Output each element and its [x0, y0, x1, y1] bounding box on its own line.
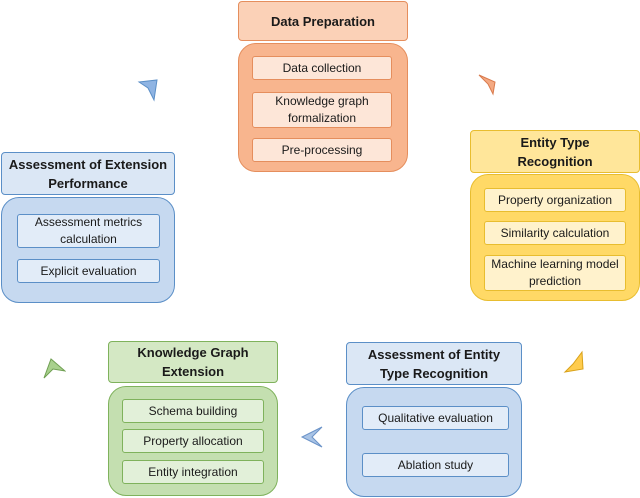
assessment-metrics-item: Assessment metrics calculation	[17, 214, 160, 248]
property-allocation-label: Property allocation	[143, 433, 243, 448]
similarity-calculation-item: Similarity calculation	[484, 221, 626, 245]
chevron-up-right-icon	[136, 78, 160, 102]
kg-extension-title-text: Knowledge Graph Extension	[137, 345, 249, 379]
explicit-evaluation-label: Explicit evaluation	[40, 263, 137, 278]
data-collection-label: Data collection	[282, 60, 362, 75]
entity-type-recognition-title: Entity Type Recognition	[470, 130, 640, 173]
assessment-entity-type-title-text: Assessment of Entity Type Recognition	[367, 346, 501, 381]
similarity-calculation-label: Similarity calculation	[500, 225, 610, 240]
chevron-down-right-icon	[476, 72, 500, 96]
chevron-up-left-icon	[42, 357, 66, 381]
ablation-study-item: Ablation study	[362, 453, 509, 477]
property-organization-item: Property organization	[484, 188, 626, 212]
assessment-extension-title: Assessment of Extension Performance	[1, 152, 175, 195]
entity-integration-item: Entity integration	[122, 460, 264, 484]
data-preparation-title: Data Preparation	[238, 1, 408, 41]
pre-processing-item: Pre-processing	[252, 138, 392, 162]
assessment-metrics-label: Assessment metrics calculation	[34, 215, 143, 246]
pre-processing-label: Pre-processing	[281, 142, 363, 157]
assessment-entity-type-title: Assessment of Entity Type Recognition	[346, 342, 522, 385]
kg-extension-title: Knowledge Graph Extension	[108, 341, 278, 383]
entity-integration-label: Entity integration	[148, 464, 238, 479]
kg-extension-panel: Schema building Property allocation Enti…	[108, 386, 278, 496]
schema-building-label: Schema building	[148, 403, 238, 418]
assessment-extension-panel: Assessment metrics calculation Explicit …	[1, 197, 175, 303]
ablation-study-label: Ablation study	[397, 457, 474, 472]
kg-formalization-item: Knowledge graph formalization	[252, 92, 392, 128]
assessment-entity-type-panel: Qualitative evaluation Ablation study	[346, 387, 522, 497]
data-collection-item: Data collection	[252, 56, 392, 80]
entity-type-recognition-title-text: Entity Type Recognition	[517, 134, 593, 169]
schema-building-item: Schema building	[122, 399, 264, 423]
assessment-extension-title-text: Assessment of Extension Performance	[8, 156, 168, 191]
ml-model-prediction-label: Machine learning model prediction	[491, 257, 619, 288]
entity-type-recognition-panel: Property organization Similarity calcula…	[470, 174, 640, 301]
chevron-left-icon	[300, 425, 324, 449]
data-preparation-panel: Data collection Knowledge graph formaliz…	[238, 43, 408, 172]
qualitative-evaluation-label: Qualitative evaluation	[378, 410, 493, 425]
explicit-evaluation-item: Explicit evaluation	[17, 259, 160, 283]
chevron-down-left-icon	[562, 350, 586, 374]
property-allocation-item: Property allocation	[122, 429, 264, 453]
kg-formalization-label: Knowledge graph formalization	[275, 94, 369, 125]
ml-model-prediction-item: Machine learning model prediction	[484, 255, 626, 291]
property-organization-label: Property organization	[497, 192, 613, 207]
data-preparation-title-text: Data Preparation	[270, 13, 376, 29]
qualitative-evaluation-item: Qualitative evaluation	[362, 406, 509, 430]
